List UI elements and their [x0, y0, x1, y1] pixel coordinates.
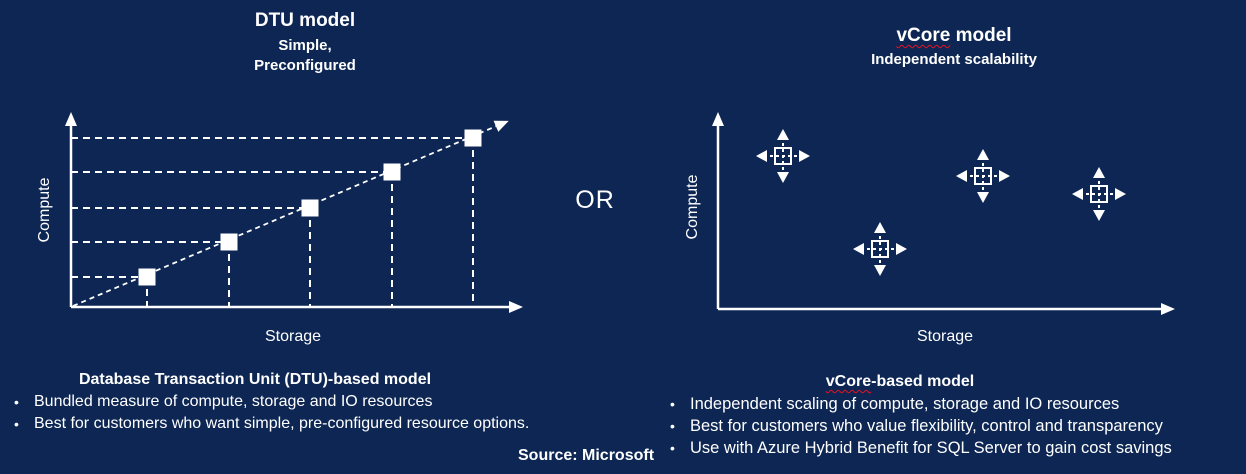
bullet-item: • Independent scaling of compute, storage… — [666, 393, 1246, 415]
bullet-item: • Best for customers who value flexibilit… — [666, 415, 1246, 437]
dtu-point-marker — [220, 233, 238, 251]
vcore-title: vCore model — [804, 25, 1104, 47]
vcore-heading-rest: -based model — [871, 373, 975, 390]
bullet-dot: • — [670, 396, 675, 412]
vcore-arrow-left-icon — [1072, 188, 1083, 200]
bullet-text: Best for customers who value flexibility… — [690, 417, 1163, 435]
vcore-chart: Compute Storage — [684, 112, 1175, 345]
bullet-dot: • — [14, 416, 19, 432]
bullet-item: • Best for customers who want simple, pre… — [10, 413, 550, 435]
bullet-dot: • — [14, 394, 19, 410]
vcore-arrow-right-icon — [799, 150, 810, 162]
vcore-arrow-down-icon — [1093, 210, 1105, 221]
vcore-arrow-down-icon — [874, 265, 886, 276]
dtu-section-heading: Database Transaction Unit (DTU)-based mo… — [78, 371, 432, 388]
dtu-bullet-list: • Bundled measure of compute, storage and… — [10, 391, 550, 435]
dtu-subtitle-line1: Simple, — [278, 37, 332, 54]
vcore-arrow-up-icon — [1093, 167, 1105, 178]
vcore-arrow-down-icon — [777, 172, 789, 183]
dtu-point-marker — [138, 268, 156, 286]
vcore-point-marker — [853, 222, 907, 276]
dtu-chart-points — [71, 129, 482, 307]
dtu-title: DTU model — [254, 10, 356, 31]
bullet-item: • Use with Azure Hybrid Benefit for SQL S… — [666, 437, 1246, 459]
vcore-point-marker — [956, 149, 1010, 203]
dtu-subtitle-line2: Preconfigured — [254, 57, 356, 74]
vcore-arrow-up-icon — [977, 149, 989, 160]
bullet-text: Best for customers who want simple, pre-… — [34, 415, 530, 432]
vcore-chart-points — [756, 129, 1126, 276]
vcore-arrow-left-icon — [956, 170, 967, 182]
vcore-y-axis-label: Compute — [684, 174, 701, 239]
vcore-arrow-down-icon — [977, 192, 989, 203]
vcore-arrow-right-icon — [1115, 188, 1126, 200]
vcore-marker-square — [1090, 185, 1108, 203]
bullet-dot: • — [670, 418, 675, 434]
source-credit: Source: Microsoft — [518, 447, 655, 464]
vcore-arrow-left-icon — [853, 243, 864, 255]
vcore-title-rest: model — [950, 25, 1012, 46]
vcore-marker-square — [974, 167, 992, 185]
dtu-chart: Compute Storage — [36, 112, 523, 345]
vcore-subtitle: Independent scalability — [871, 51, 1037, 68]
dtu-point-marker — [383, 163, 401, 181]
or-divider: OR — [575, 186, 615, 214]
bullet-text: Independent scaling of compute, storage … — [690, 395, 1120, 413]
vcore-point-marker — [1072, 167, 1126, 221]
dtu-point-marker — [301, 199, 319, 217]
bullet-text: Use with Azure Hybrid Benefit for SQL Se… — [690, 439, 1172, 457]
vcore-point-marker — [756, 129, 810, 183]
vcore-arrow-right-icon — [999, 170, 1010, 182]
vcore-bullet-list: • Independent scaling of compute, storage… — [666, 393, 1246, 459]
vcore-section-heading: vCore-based model — [640, 373, 1160, 391]
vcore-arrow-up-icon — [777, 129, 789, 140]
vcore-arrow-left-icon — [756, 150, 767, 162]
dtu-point-marker — [464, 129, 482, 147]
dtu-y-axis-label: Compute — [36, 177, 53, 242]
vcore-title-block: vCore model Independent scalability — [804, 25, 1104, 70]
vcore-arrow-right-icon — [896, 243, 907, 255]
vcore-title-word: vCore — [896, 25, 951, 46]
vcore-arrow-up-icon — [874, 222, 886, 233]
vcore-marker-square — [774, 147, 792, 165]
bullet-text: Bundled measure of compute, storage and … — [34, 393, 433, 410]
dtu-x-axis-label: Storage — [265, 328, 321, 345]
vcore-heading-word: vCore — [825, 373, 872, 390]
vcore-x-axis-label: Storage — [917, 328, 973, 345]
dtu-title-block: DTU model Simple, Preconfigured — [155, 10, 455, 76]
dtu-trend-line — [72, 120, 509, 307]
bullet-dot: • — [670, 440, 675, 456]
bullet-item: • Bundled measure of compute, storage and… — [10, 391, 550, 413]
vcore-marker-square — [871, 240, 889, 258]
